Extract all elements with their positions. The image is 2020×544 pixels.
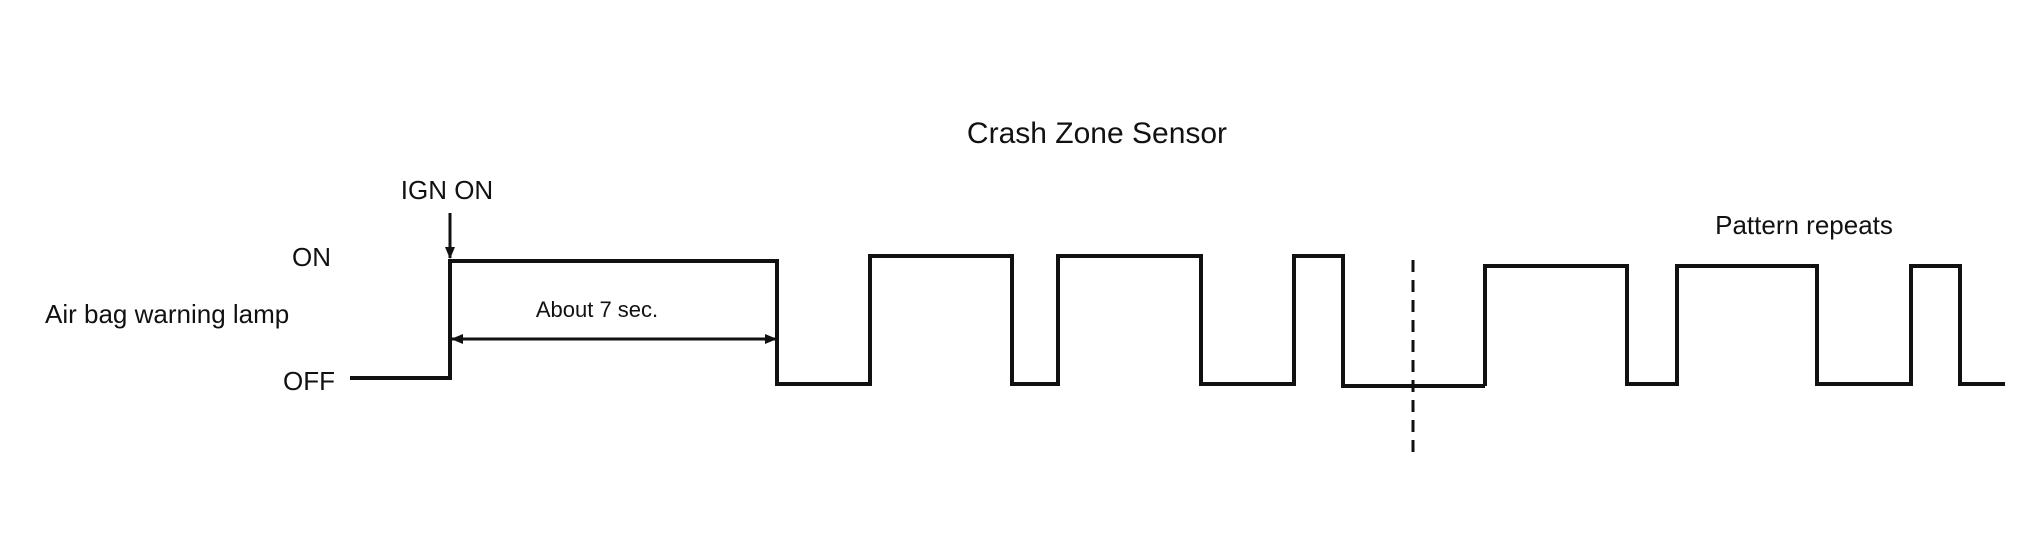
waveform-repeat-pattern <box>1483 264 2005 386</box>
repeat-label: Pattern repeats <box>1715 210 1893 240</box>
waveform-first-pattern <box>350 254 1485 388</box>
diagram-title: Crash Zone Sensor <box>967 117 1227 150</box>
ign-on-label: IGN ON <box>401 175 493 205</box>
duration-label: About 7 sec. <box>536 297 658 322</box>
signal-label: Air bag warning lamp <box>45 299 289 329</box>
state-off-label: OFF <box>283 366 335 396</box>
state-on-label: ON <box>292 242 331 272</box>
